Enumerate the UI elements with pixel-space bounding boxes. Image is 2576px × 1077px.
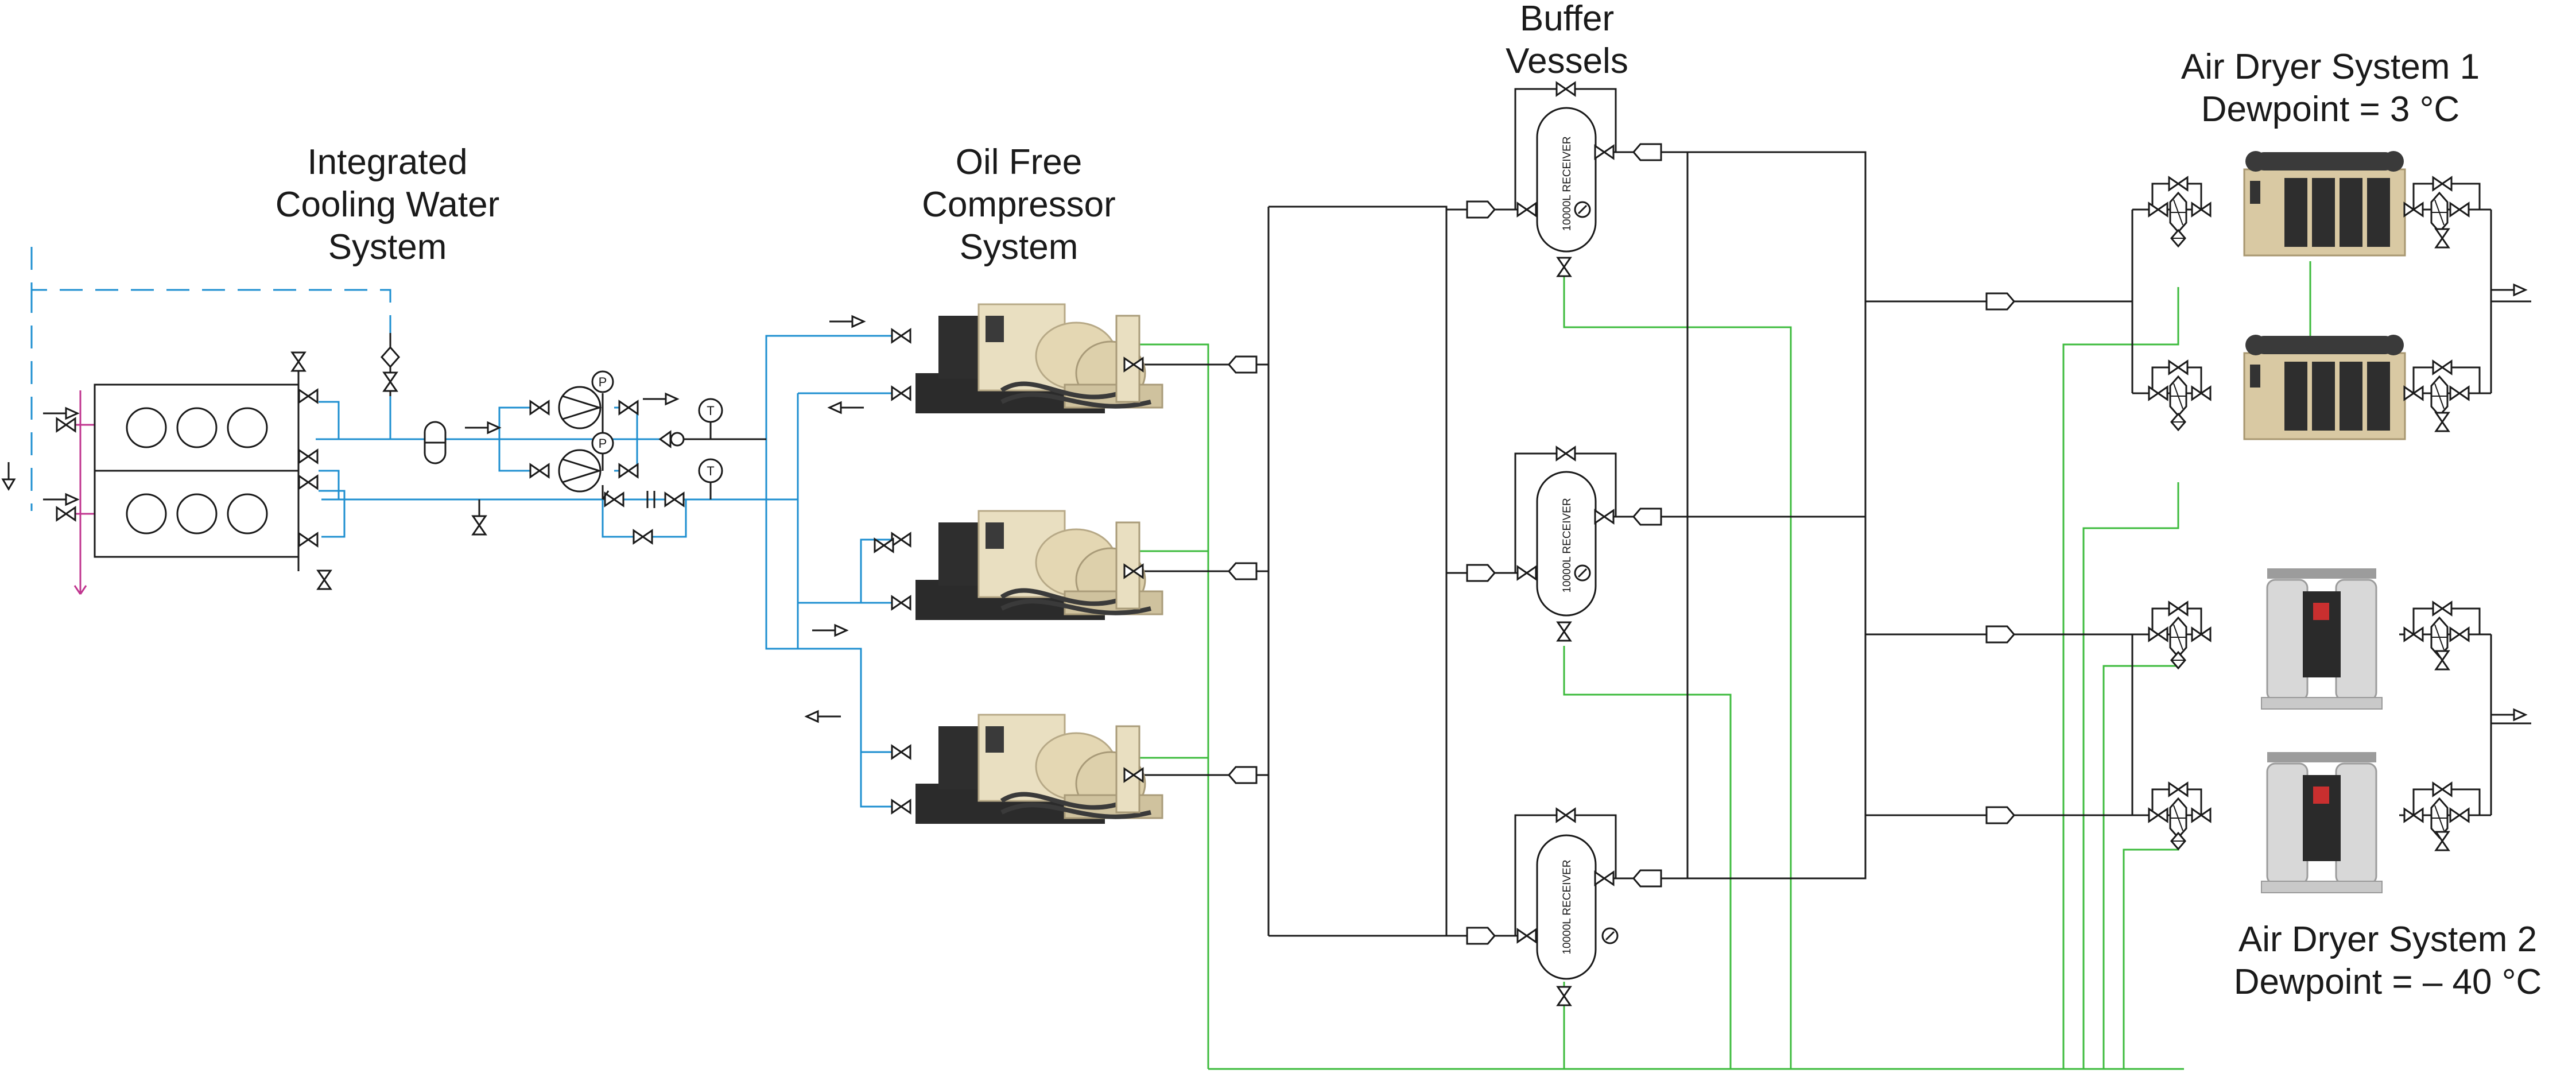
dryer-system-1-label: Air Dryer System 1 Dewpoint = 3 °C <box>2124 46 2537 131</box>
receiver-3-label: 10000L RECEIVER <box>1561 859 1573 954</box>
buffer-label-line-2: Vessels <box>1506 41 1628 81</box>
receiver-2: 10000L RECEIVER <box>1536 471 1597 617</box>
temperature-gauge-upper: T <box>698 398 723 423</box>
pressure-gauge-lower: P <box>591 432 614 471</box>
refrigerated-dryer-2[interactable] <box>2243 334 2406 440</box>
buffer-vessels-label: Buffer Vessels <box>1481 0 1653 83</box>
receiver-1-label: 10000L RECEIVER <box>1561 136 1573 231</box>
cooling-tower-unit <box>94 383 300 558</box>
drain-diamond-top <box>380 346 401 369</box>
dryer-system-2-label: Air Dryer System 2 Dewpoint = – 40 °C <box>2170 919 2576 1004</box>
compressor-system-label: Oil Free Compressor System <box>887 141 1151 269</box>
check-valve-circuit <box>658 430 685 448</box>
temperature-letter-1: T <box>707 404 714 418</box>
receiver-1: 10000L RECEIVER <box>1536 107 1597 253</box>
pressure-letter-1: P <box>599 375 607 389</box>
dryer1-label-line-2: Dewpoint = 3 °C <box>2201 90 2460 129</box>
down-arrow-icon <box>1 478 16 491</box>
compressed-air-lines <box>7 88 2531 937</box>
dryer2-label-line-2: Dewpoint = – 40 °C <box>2233 962 2542 1002</box>
buffer-label-line-1: Buffer <box>1519 0 1615 38</box>
cooling-system-label: Integrated Cooling Water System <box>255 141 519 269</box>
cooling-water-lines <box>30 247 895 808</box>
temperature-gauge-lower: T <box>698 458 723 483</box>
receiver-3: 10000L RECEIVER <box>1536 834 1619 980</box>
pressure-gauge-upper: P <box>591 370 614 413</box>
temperature-letter-2: T <box>707 464 714 478</box>
dryer1-label-line-1: Air Dryer System 1 <box>2181 47 2480 87</box>
condensate-lines <box>1128 261 2311 1070</box>
dryer-valves-and-filters[interactable] <box>1985 176 2470 851</box>
desiccant-dryer-2[interactable] <box>2260 751 2383 894</box>
cooling-label-line-1: Integrated <box>307 142 468 182</box>
pump-upper[interactable] <box>558 386 603 429</box>
flow-arrows <box>42 284 2527 723</box>
pressure-letter-2: P <box>599 436 607 451</box>
pump-lower[interactable] <box>558 449 603 493</box>
desiccant-dryer-1[interactable] <box>2260 567 2383 710</box>
expansion-tank <box>424 421 447 464</box>
receiver-2-label: 10000L RECEIVER <box>1561 498 1573 592</box>
cooling-label-line-2: Cooling Water <box>275 185 500 224</box>
compressor-label-line-2: Compressor <box>922 185 1116 224</box>
dryer2-label-line-1: Air Dryer System 2 <box>2238 920 2538 959</box>
refrigerated-dryer-1[interactable] <box>2243 150 2406 257</box>
compressor-label-line-3: System <box>959 227 1078 267</box>
compressor-label-line-1: Oil Free <box>955 142 1083 182</box>
cooling-label-line-3: System <box>328 227 447 267</box>
